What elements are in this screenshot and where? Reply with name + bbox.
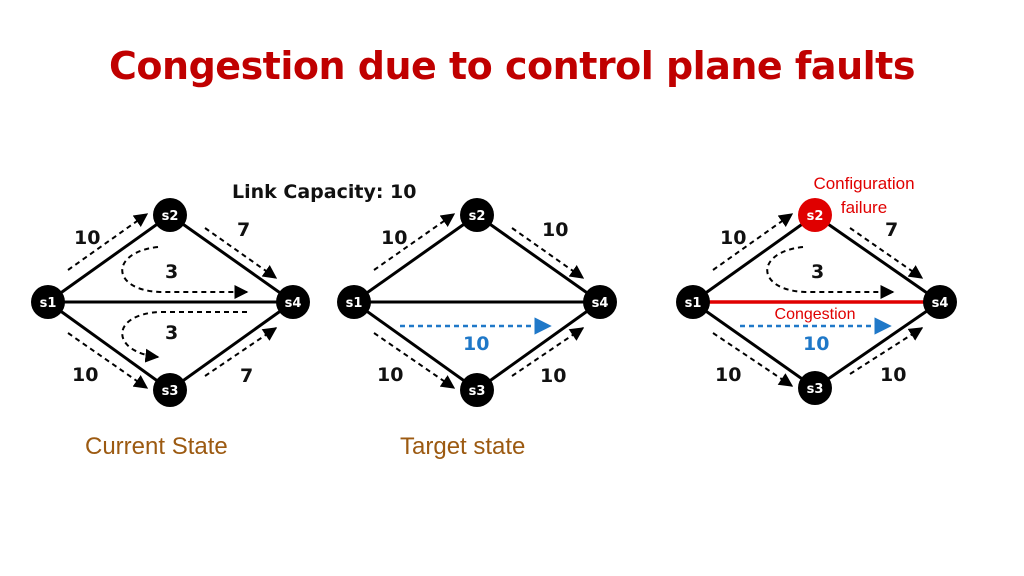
label-s2-s4: 7: [885, 219, 898, 241]
edge-s1-s3: [692, 300, 816, 390]
node-s4: [923, 285, 957, 319]
edge-s3-s4: [476, 300, 601, 392]
label-s2-s4: 7: [237, 219, 250, 241]
edge-s2-s4: [814, 213, 941, 304]
node-label-s2: s2: [162, 209, 179, 224]
configuration-label: Configuration: [813, 174, 914, 193]
node-label-s1: s1: [685, 296, 702, 311]
label-s3-s4: 10: [540, 365, 566, 387]
flow-arrow-s1-s3: [373, 332, 456, 389]
flow-arrow-s2-via-s4: [121, 246, 249, 299]
label-s1-s3: 10: [377, 364, 403, 386]
node-label-s3: s3: [469, 384, 486, 399]
edge-s2-s4: [476, 213, 601, 304]
flow-arrow-s1-s2: [373, 213, 456, 271]
node-s3: [153, 373, 187, 407]
label-s1-s2: 10: [381, 227, 407, 249]
node-s1: [31, 285, 65, 319]
node-label-s3: s3: [162, 384, 179, 399]
flow-arrow-s1-s2: [67, 213, 149, 271]
edge-s1-s3: [353, 300, 478, 392]
flow-arrow-s1-s3: [67, 332, 149, 389]
caption-current-state: Current State: [85, 433, 228, 460]
node-s1: [676, 285, 710, 319]
label-s1-s2: 10: [720, 227, 746, 249]
label-via-s3: 3: [165, 322, 178, 344]
flow-arrow-s1-s3: [712, 332, 794, 387]
label-via-s2: 3: [165, 261, 178, 283]
diagram-current-state: 10 7 10 7 3 3 s1 s2 s3 s4: [31, 198, 310, 407]
node-label-s1: s1: [346, 296, 363, 311]
edge-s2-s4: [169, 213, 294, 304]
label-s2-s4: 10: [542, 219, 568, 241]
edge-s1-s2: [47, 213, 171, 304]
node-label-s1: s1: [40, 296, 57, 311]
node-label-s4: s4: [932, 296, 949, 311]
caption-target-state: Target state: [400, 433, 526, 460]
label-s3-s4: 10: [880, 364, 906, 386]
diagram-fault-state: 10 7 10 10 3 10 Configuration failure Co…: [676, 174, 957, 405]
node-label-s4: s4: [592, 296, 609, 311]
label-s1-s3: 10: [72, 364, 98, 386]
node-s2-failed: [798, 198, 832, 232]
page-title: Congestion due to control plane faults: [109, 44, 915, 88]
node-label-s3: s3: [807, 382, 824, 397]
node-s4: [276, 285, 310, 319]
failure-label: failure: [841, 198, 887, 217]
label-s1-s2: 10: [74, 227, 100, 249]
edge-s1-s2: [692, 213, 816, 304]
edge-s3-s4: [169, 300, 294, 392]
edge-s3-s4: [814, 300, 941, 390]
node-s3: [798, 371, 832, 405]
node-label-s2: s2: [469, 209, 486, 224]
label-s1-s3: 10: [715, 364, 741, 386]
node-s2: [460, 198, 494, 232]
node-s2: [153, 198, 187, 232]
link-capacity-label: Link Capacity: 10: [232, 181, 416, 203]
node-s3: [460, 373, 494, 407]
flow-arrow-s2-s4: [204, 227, 278, 279]
flow-arrow-s1-s2: [712, 213, 794, 271]
flow-arrow-s2-via-s4: [766, 246, 895, 299]
label-s1-s4-flow: 10: [463, 333, 489, 355]
label-s3-s4: 7: [240, 365, 253, 387]
edge-s1-s2: [353, 213, 478, 304]
flow-arrow-s2-s4: [511, 227, 585, 279]
edge-s1-s3: [47, 300, 171, 392]
label-via-s2: 3: [811, 261, 824, 283]
congestion-label: Congestion: [775, 306, 856, 323]
diagram-target-state: 10 10 10 10 10 s1 s2 s3 s4: [337, 198, 617, 407]
node-label-s2: s2: [807, 209, 824, 224]
node-s4: [583, 285, 617, 319]
flow-arrow-s2-s4: [849, 227, 924, 279]
node-label-s4: s4: [285, 296, 302, 311]
label-s1-s4-flow: 10: [803, 333, 829, 355]
node-s1: [337, 285, 371, 319]
flow-arrow-s3-via-s4: [121, 311, 247, 363]
